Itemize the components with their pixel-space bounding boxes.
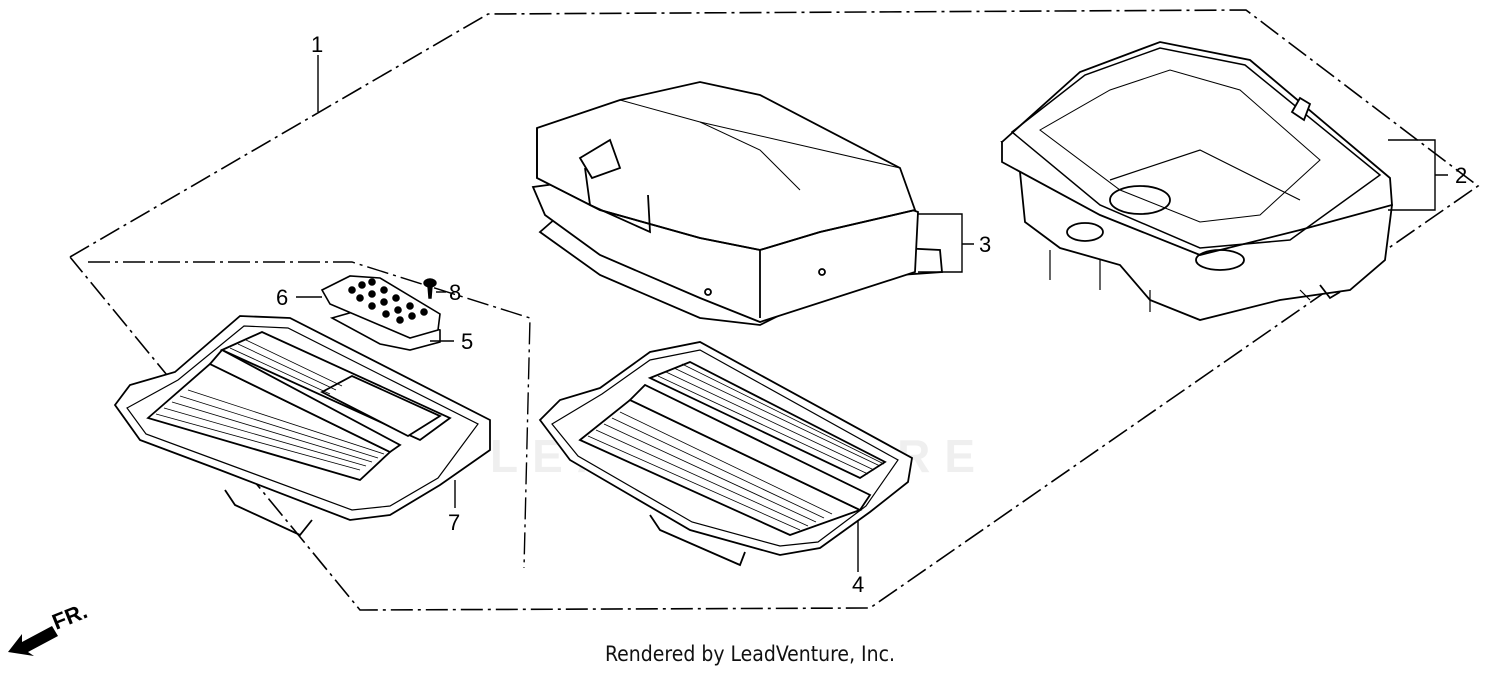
element-cap-assembly	[320, 275, 441, 351]
air-cleaner-cover	[531, 81, 943, 326]
front-label: FR.	[49, 598, 91, 634]
callout-6: 6	[276, 285, 288, 310]
callout-4: 4	[852, 572, 864, 597]
callout-3: 3	[979, 232, 991, 257]
callout-5: 5	[461, 329, 473, 354]
callout-2: 2	[1455, 163, 1467, 188]
leader-lines	[296, 55, 1448, 572]
kit-boundary-inner	[88, 261, 531, 569]
callout-8: 8	[449, 280, 461, 305]
front-arrow-icon	[8, 626, 58, 656]
air-cleaner-case	[1000, 41, 1393, 321]
kit-boundary-outer	[69, 9, 1480, 611]
air-filter-element	[538, 341, 913, 567]
footer-credit: Rendered by LeadVenture, Inc.	[605, 642, 895, 666]
screw	[423, 278, 437, 299]
callout-7: 7	[448, 510, 460, 535]
callout-1: 1	[311, 32, 323, 57]
sub-air-filter-element	[113, 315, 491, 537]
